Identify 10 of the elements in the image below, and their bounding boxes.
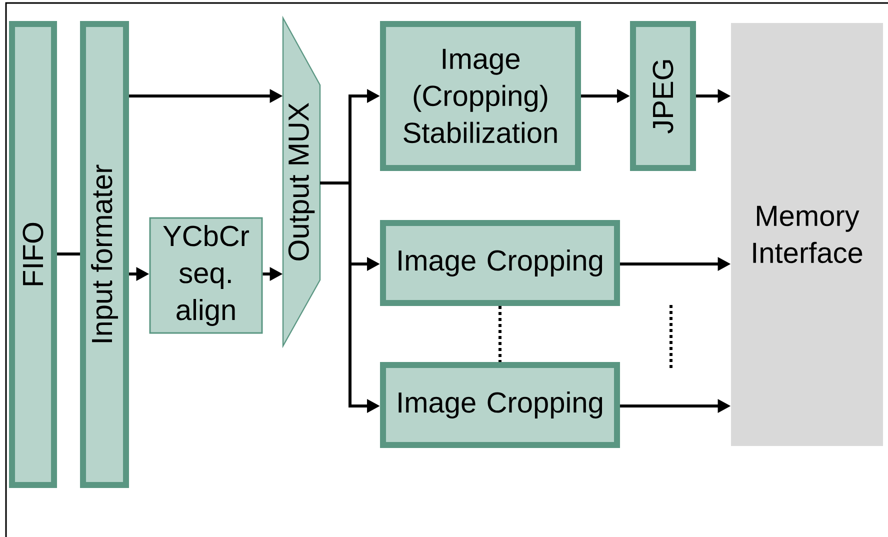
connector-line xyxy=(57,252,80,256)
process-box: JPEG xyxy=(630,21,696,171)
process-box: Image Cropping xyxy=(380,220,620,306)
memory-block: Memory Interface xyxy=(731,23,883,446)
process-box: Image Cropping xyxy=(380,362,620,448)
fifo-block: FIFO xyxy=(9,21,57,488)
formatter-block: Input formater xyxy=(80,21,129,488)
dotted-connector xyxy=(498,306,502,362)
process-box: YCbCr seq. align xyxy=(149,217,263,334)
process-box: Image (Cropping) Stabilization xyxy=(380,21,581,171)
